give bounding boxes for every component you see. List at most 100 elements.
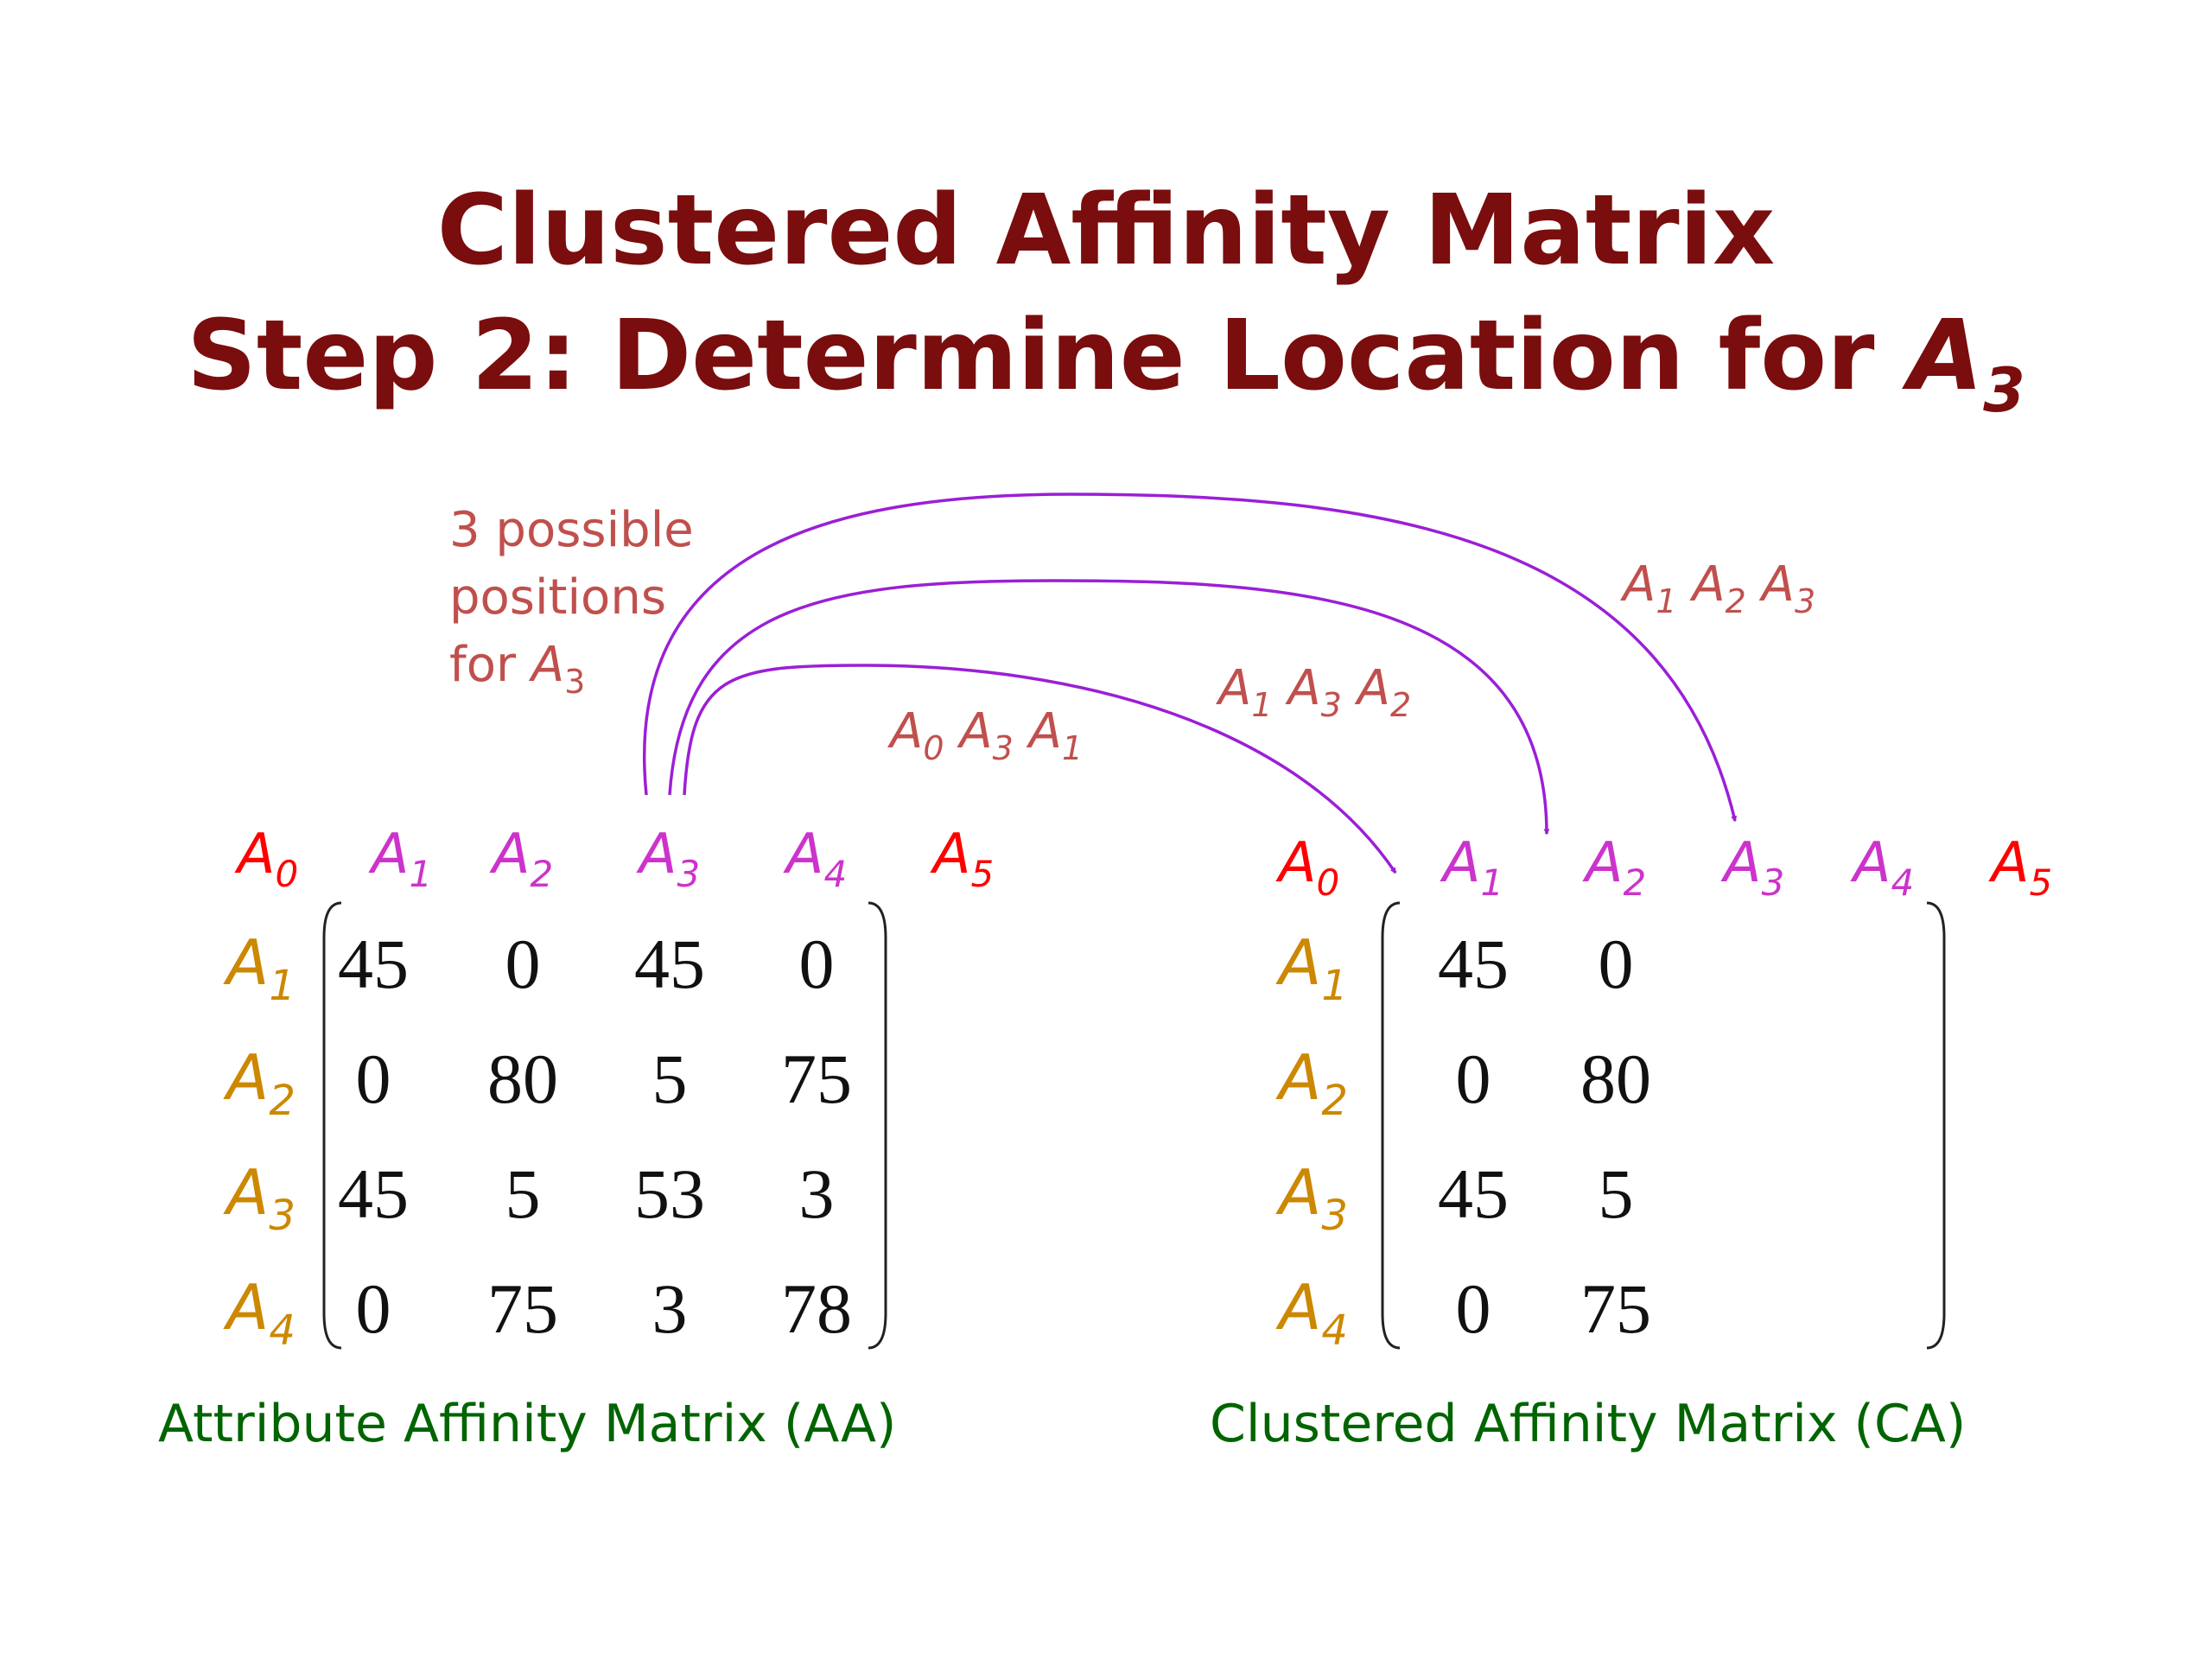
title-line-2: Step 2: Determine Location for A3 — [187, 300, 2025, 426]
row-header-A2-letter: A — [223, 1041, 269, 1114]
option-label-sub: 3 — [1795, 582, 1815, 620]
slide-title: Clustered Affinity Matrix Step 2: Determ… — [187, 175, 2025, 426]
matrix-cell: 5 — [505, 1154, 541, 1233]
ca-caption: Clustered Affinity Matrix (CA) — [1210, 1394, 1966, 1454]
matrix-cell: 75 — [781, 1039, 852, 1118]
col-header-A4-letter: A — [1850, 831, 1891, 895]
note-line-1: 3 possible — [449, 502, 694, 558]
title-line-2-prefix: Step 2: Determine Location for — [187, 300, 1908, 412]
col-header-A4-sub: 4 — [824, 853, 848, 895]
option-label-letter: A — [1759, 556, 1795, 613]
col-header-A0-sub: 0 — [1317, 861, 1340, 904]
option-label-letter: A — [1355, 660, 1390, 716]
option-label-letter: A — [887, 703, 923, 760]
note-attr: A — [529, 637, 564, 693]
row-header-A4: A4 — [1275, 1271, 1348, 1355]
row-header-A2-letter: A — [1275, 1041, 1321, 1114]
row-header-A1-sub: 1 — [269, 962, 296, 1010]
row-header-A4: A4 — [223, 1271, 296, 1355]
col-header-A2: A2 — [489, 823, 554, 895]
col-header-A4-sub: 4 — [1891, 861, 1915, 904]
row-header-A2: A2 — [1275, 1041, 1348, 1125]
note-line-3-prefix: for — [449, 637, 531, 693]
col-header-A2-sub: 2 — [531, 853, 554, 895]
left-bracket — [1381, 901, 1401, 1350]
row-header-A3: A3 — [223, 1156, 296, 1240]
col-header-A0: A0 — [1275, 831, 1340, 904]
matrix-cell: 78 — [781, 1269, 852, 1348]
row-header-A4-sub: 4 — [1321, 1306, 1348, 1355]
matrix-cell: 0 — [356, 1269, 391, 1348]
col-header-A5-letter: A — [1988, 831, 2030, 895]
matrix-cell: 80 — [1580, 1039, 1651, 1118]
col-header-A1-letter: A — [368, 823, 410, 887]
possible-positions-note: 3 possible positions for A3 — [449, 502, 694, 701]
matrix-cell: 45 — [1438, 1154, 1509, 1233]
row-header-A2-sub: 2 — [1321, 1077, 1348, 1125]
col-header-A2-letter: A — [489, 823, 531, 887]
col-header-A1: A1 — [1440, 831, 1504, 904]
row-header-A4-sub: 4 — [269, 1306, 296, 1355]
matrix-cell: 0 — [799, 925, 835, 1003]
arrow-option-1 — [683, 664, 1397, 874]
matrix-cell: 75 — [1580, 1269, 1651, 1348]
matrix-cell: 5 — [1599, 1154, 1634, 1233]
option-label-sub: 1 — [1656, 582, 1676, 620]
aa-caption: Attribute Affinity Matrix (AA) — [158, 1394, 896, 1454]
option-label-sub: 1 — [1251, 686, 1272, 724]
col-header-A4: A4 — [1850, 831, 1915, 904]
option-label-space — [1014, 703, 1029, 760]
option-label-sub: 0 — [923, 729, 944, 767]
option-label-letter: A — [1620, 556, 1656, 613]
row-header-A3-sub: 3 — [269, 1192, 296, 1240]
left-bracket — [322, 901, 342, 1350]
option-label-sub: 1 — [1062, 729, 1083, 767]
row-header-A4-letter: A — [1275, 1271, 1321, 1344]
option-label-space — [1342, 660, 1357, 716]
row-header-A3-sub: 3 — [1321, 1192, 1348, 1240]
arrow-option-2 — [668, 579, 1550, 836]
row-header-A1: A1 — [1275, 926, 1348, 1010]
option-label-3: A1 A2 A3 — [1620, 556, 1815, 620]
option-label-sub: 3 — [993, 729, 1014, 767]
row-header-A4-letter: A — [223, 1271, 269, 1344]
captions: Attribute Affinity Matrix (AA) Clustered… — [158, 1394, 1966, 1454]
row-header-A1-letter: A — [1275, 926, 1321, 999]
option-label-1: A0 A3 A1 — [887, 703, 1083, 767]
col-header-A1: A1 — [368, 823, 433, 895]
matrix-cell: 45 — [338, 925, 409, 1003]
matrix-cell: 45 — [338, 1154, 409, 1233]
col-header-A5: A5 — [1988, 831, 2053, 904]
col-header-A3: A3 — [1720, 831, 1785, 904]
col-header-A4-letter: A — [783, 823, 824, 887]
col-header-A4: A4 — [783, 823, 848, 895]
row-header-A3: A3 — [1275, 1156, 1348, 1240]
col-header-A2: A2 — [1582, 831, 1647, 904]
col-header-A3: A3 — [636, 823, 701, 895]
option-label-letter: A — [1027, 703, 1062, 760]
option-label-sub: 2 — [1726, 582, 1746, 620]
col-header-A3-letter: A — [636, 823, 677, 887]
matrix-cell: 0 — [1456, 1039, 1491, 1118]
col-header-A0-letter: A — [234, 823, 276, 887]
option-label-space — [1746, 556, 1762, 613]
row-header-A2: A2 — [223, 1041, 296, 1125]
matrix-cell: 5 — [652, 1039, 688, 1118]
matrix-cell: 0 — [505, 925, 541, 1003]
col-header-A1-sub: 1 — [410, 853, 433, 895]
position-arrows — [643, 493, 1738, 874]
option-label-space — [1677, 556, 1693, 613]
right-bracket — [1926, 901, 1946, 1350]
option-label-space — [1273, 660, 1288, 716]
title-attr-sub: 3 — [1983, 355, 2025, 426]
col-header-A1-sub: 1 — [1481, 861, 1504, 904]
matrix-cell: 45 — [634, 925, 705, 1003]
col-header-A5-letter: A — [930, 823, 971, 887]
col-header-A5-sub: 5 — [2030, 861, 2053, 904]
row-header-A3-letter: A — [223, 1156, 269, 1229]
